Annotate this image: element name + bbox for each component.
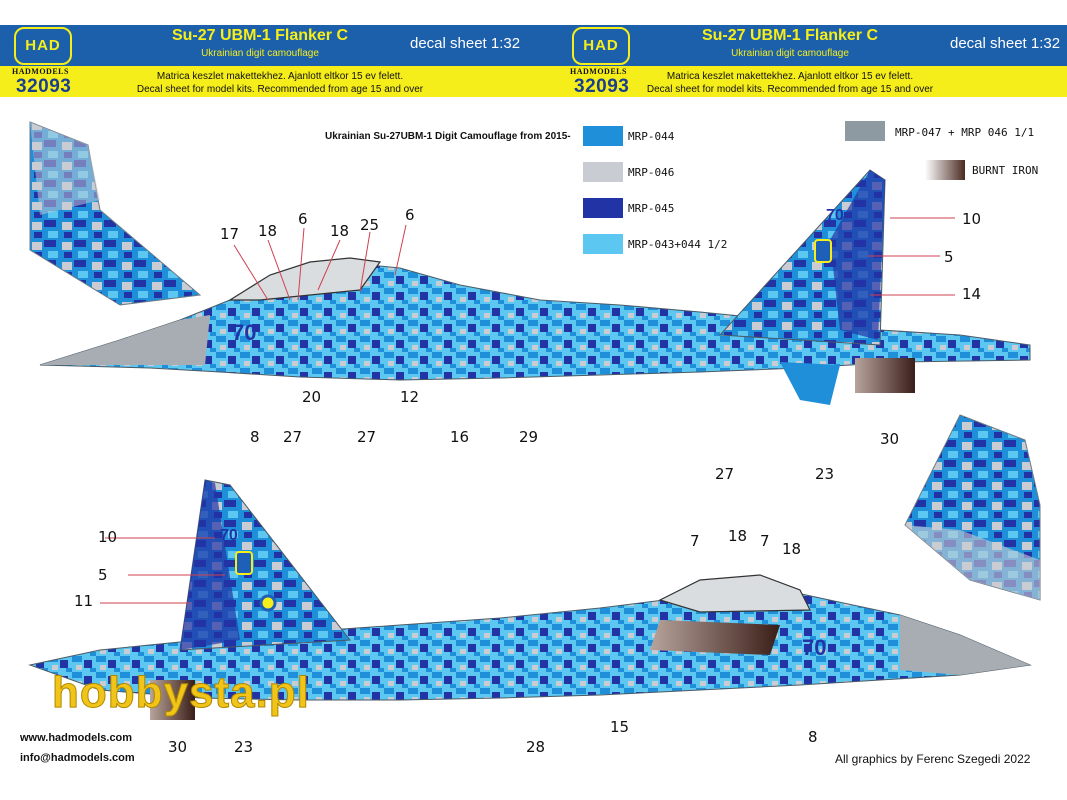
svg-text:70: 70 [826,207,844,224]
had-logo-left: HAD [14,27,72,65]
bottom-callout: 5 [98,566,108,584]
legend-label-mrp043: MRP-043+044 1/2 [628,238,728,251]
bottom-callout: 30 [168,738,188,756]
title-right: Su-27 UBM-1 Flanker C [701,27,879,44]
legend-swatch-burnt-iron [925,160,965,180]
top-callout: 14 [962,285,982,303]
svg-text:70: 70 [802,635,826,660]
svg-text:70: 70 [232,320,256,345]
scale-left: decal sheet 1:32 [410,35,521,52]
top-callout: 27 [715,465,735,483]
watermark-hobbysta: hobbysta.pl [52,668,310,718]
legend-swatch-mrp045 [583,198,623,218]
bottom-callout: 18 [728,527,748,545]
info-hu-left: Matrica keszlet makettekhez. Ajanlott el… [156,71,404,82]
bottom-callout: 7 [760,532,770,550]
top-callout: 6 [405,206,415,224]
bottom-callout: 10 [98,528,118,546]
bottom-callout: 8 [808,728,818,746]
top-callout: 5 [944,248,954,266]
top-callout: 18 [258,222,278,240]
top-callout: 30 [880,430,900,448]
subtitle-left: Ukrainian digit camouflage [201,48,319,59]
info-en-right: Decal sheet for model kits. Recommended … [646,84,934,95]
legend-swatch-mrp046 [583,162,623,182]
header-yellow-band [0,66,1067,97]
legend-label-mrp044: MRP-044 [628,130,675,143]
top-callout: 10 [962,210,982,228]
info-en-left: Decal sheet for model kits. Recommended … [136,84,424,95]
legend-label-mrp045: MRP-045 [628,202,675,215]
bottom-callout: 18 [782,540,802,558]
brand-right: HADMODELS [570,67,627,76]
bottom-callout: 7 [690,532,700,550]
svg-text:70: 70 [220,527,238,544]
legend-label-burnt-iron: BURNT IRON [972,164,1039,177]
top-callout: 18 [330,222,350,240]
graphics-credit: All graphics by Ferenc Szegedi 2022 [835,752,1031,766]
brand-left: HADMODELS [12,67,69,76]
website: www.hadmodels.com [20,732,133,744]
legend-label-mrp046: MRP-046 [628,166,675,179]
legend-swatch-mrp044 [583,126,623,146]
bottom-callout: 23 [234,738,254,756]
legend-title: Ukrainian Su-27UBM-1 Digit Camouflage fr… [325,131,571,142]
top-callout: 8 [250,428,260,446]
top-callout: 27 [283,428,303,446]
bottom-callout: 28 [526,738,546,756]
legend-label-mrp047: MRP-047 + MRP 046 1/1 [895,126,1035,139]
top-callout: 27 [357,428,377,446]
email: info@hadmodels.com [20,752,135,764]
subtitle-right: Ukrainian digit camouflage [731,48,849,59]
top-callout: 20 [302,388,322,406]
top-callout: 16 [450,428,470,446]
had-logo-right: HAD [572,27,630,65]
product-code-right: 32093 [574,76,630,97]
top-callout: 25 [360,216,380,234]
legend-swatch-mrp043 [583,234,623,254]
top-callout: 17 [220,225,240,243]
bottom-callout: 11 [74,592,94,610]
top-callout: 29 [519,428,539,446]
title-left: Su-27 UBM-1 Flanker C [171,27,349,44]
product-code-left: 32093 [16,76,72,97]
legend-swatch-mrp047 [845,121,885,141]
top-callout: 12 [400,388,420,406]
top-callout: 6 [298,210,308,228]
top-callout: 23 [815,465,835,483]
header-blue-band [0,25,1067,68]
scale-right: decal sheet 1:32 [950,35,1061,52]
info-hu-right: Matrica keszlet makettekhez. Ajanlott el… [666,71,914,82]
bottom-callout: 15 [610,718,630,736]
